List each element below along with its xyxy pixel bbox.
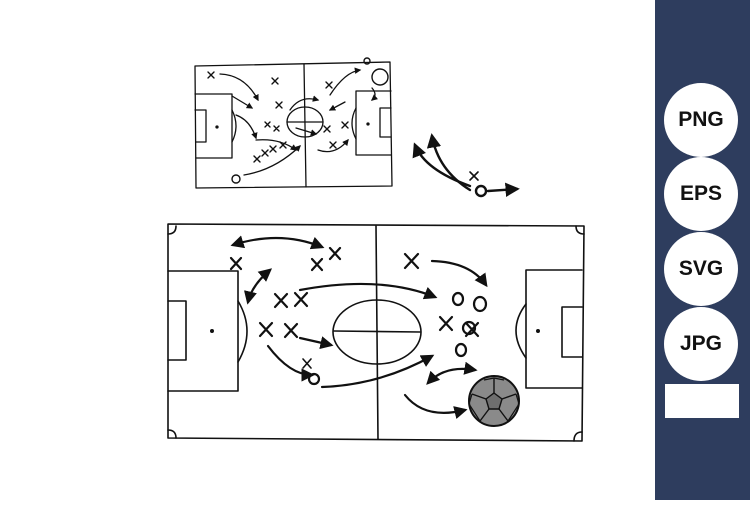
player-o-icon bbox=[461, 320, 477, 336]
format-label: EPS bbox=[679, 182, 723, 205]
player-x-icon bbox=[229, 256, 243, 271]
player-x-icon bbox=[273, 292, 289, 309]
format-badge-png: PNG bbox=[664, 83, 738, 157]
arrow-icon bbox=[320, 354, 435, 389]
center-circle bbox=[332, 299, 422, 365]
player-x-icon bbox=[438, 315, 454, 332]
standalone-arrows bbox=[412, 133, 520, 198]
player-x-icon bbox=[283, 322, 299, 339]
format-badge-jpg: JPG bbox=[664, 307, 738, 381]
right-goal-box bbox=[561, 306, 583, 358]
left-penalty-box bbox=[194, 93, 233, 159]
tactics-drawing bbox=[167, 57, 585, 442]
player-o-icon bbox=[454, 342, 468, 358]
arrow-icon bbox=[230, 235, 325, 250]
pitch-outline bbox=[194, 61, 393, 189]
arrow-icon bbox=[266, 344, 315, 382]
small-pitch-players bbox=[207, 57, 389, 184]
player-x-icon bbox=[469, 171, 479, 181]
blank-panel bbox=[665, 384, 739, 418]
player-o-icon bbox=[371, 68, 389, 86]
format-badge-eps: EPS bbox=[664, 157, 738, 231]
right-penalty-box bbox=[355, 90, 392, 156]
format-label: JPG bbox=[679, 332, 723, 355]
arrow-icon bbox=[426, 133, 472, 192]
small-pitch-arrows bbox=[219, 67, 379, 176]
right-penalty-arc bbox=[515, 303, 527, 359]
halfway-line bbox=[375, 225, 379, 440]
player-o-icon bbox=[451, 291, 465, 307]
small-pitch bbox=[194, 61, 393, 189]
arrow-icon bbox=[298, 282, 438, 300]
tactics-illustration bbox=[167, 57, 585, 442]
large-pitch bbox=[167, 223, 585, 442]
arrow-icon bbox=[486, 182, 520, 197]
player-x-icon bbox=[403, 252, 420, 270]
arrow-icon bbox=[426, 361, 478, 385]
arrow-icon bbox=[243, 268, 273, 305]
left-goal-box bbox=[167, 300, 187, 361]
large-pitch-players bbox=[229, 246, 488, 386]
player-x-icon bbox=[328, 246, 342, 261]
pitch-outline bbox=[167, 223, 585, 442]
left-penalty-box bbox=[167, 270, 239, 392]
arrow-icon bbox=[430, 259, 488, 288]
right-penalty-box bbox=[525, 269, 583, 389]
player-o-icon bbox=[474, 184, 488, 198]
format-sidebar: PNG EPS SVG JPG bbox=[655, 0, 750, 500]
halfway-line bbox=[303, 63, 307, 188]
player-x-icon bbox=[258, 321, 274, 338]
arrow-icon bbox=[412, 142, 472, 188]
arrow-icon bbox=[403, 393, 468, 419]
player-x-icon bbox=[302, 358, 312, 369]
format-label: PNG bbox=[678, 108, 724, 131]
player-x-icon bbox=[310, 257, 324, 272]
format-label: SVG bbox=[678, 257, 724, 280]
arrow-icon bbox=[298, 336, 334, 350]
soccer-ball-icon bbox=[468, 375, 520, 427]
format-badge-svg: SVG bbox=[664, 232, 738, 306]
large-pitch-arrows bbox=[230, 235, 488, 419]
center-line bbox=[333, 330, 421, 333]
player-x-icon bbox=[293, 291, 309, 308]
player-o-icon bbox=[472, 295, 488, 313]
left-penalty-arc bbox=[237, 300, 248, 363]
